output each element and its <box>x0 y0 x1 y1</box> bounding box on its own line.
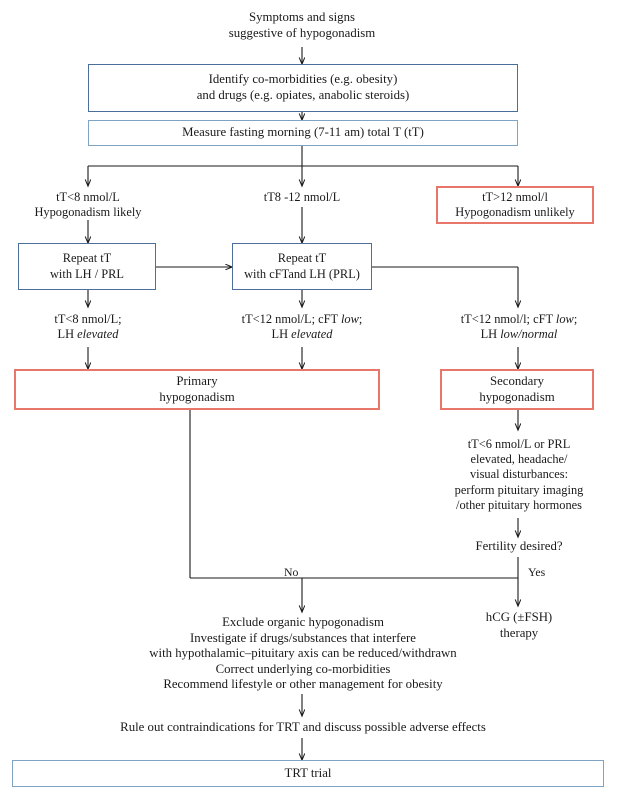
node-condition-right: tT<12 nmol/l; cFT low; LH low/normal <box>438 308 600 346</box>
node-trt-label: TRT trial <box>284 765 332 780</box>
condition-right-emphasis-1: low <box>555 311 574 326</box>
condition-left-emphasis: elevated <box>77 327 119 341</box>
node-start-label: Symptoms and signs suggestive of hypogon… <box>228 10 376 40</box>
edge-label-yes: Yes <box>528 565 546 579</box>
node-primary-label: Primary hypogonadism <box>159 373 235 404</box>
node-measure-label: Measure fasting morning (7-11 am) total … <box>182 125 424 140</box>
edge-label-no: No <box>284 565 299 579</box>
node-branch-low-tt: tT<8 nmol/L Hypogonadism likely <box>8 188 168 222</box>
condition-right-line1: tT<12 nmol/l; cFT low; <box>460 311 578 326</box>
node-measure-total-t: Measure fasting morning (7-11 am) total … <box>88 120 518 146</box>
node-start: Symptoms and signs suggestive of hypogon… <box>176 5 428 47</box>
node-secondary-label: Secondary hypogonadism <box>479 373 555 404</box>
condition-mid-emphasis-2: elevated <box>291 327 333 341</box>
node-repeat-mid-label: Repeat tT with cFTand LH (PRL) <box>244 251 360 281</box>
node-pituitary-label: tT<6 nmol/L or PRL elevated, headache/ v… <box>454 437 584 512</box>
condition-left-line2: LH elevated <box>57 327 119 341</box>
node-branch-high-tt: tT>12 nmol/l Hypogonadism unlikely <box>436 186 594 224</box>
condition-right-emphasis-2: low/normal <box>500 327 558 341</box>
node-rule-out-contraindications: Rule out contraindications for TRT and d… <box>58 718 548 738</box>
node-trt-trial: TRT trial <box>12 760 604 787</box>
node-identify-comorbidities: Identify co-morbidities (e.g. obesity) a… <box>88 64 518 112</box>
node-branch-mid-tt: tT8 -12 nmol/L <box>232 188 372 208</box>
node-pituitary-workup: tT<6 nmol/L or PRL elevated, headache/ v… <box>424 431 614 519</box>
node-branch-low-label: tT<8 nmol/L Hypogonadism likely <box>34 189 142 219</box>
node-repeat-left-label: Repeat tT with LH / PRL <box>49 251 124 281</box>
node-secondary-hypogonadism: Secondary hypogonadism <box>440 369 594 410</box>
condition-mid-line2: LH elevated <box>271 327 333 341</box>
node-management-label: Exclude organic hypogonadism Investigate… <box>149 614 457 692</box>
node-hcg-label: hCG (±FSH) therapy <box>485 610 553 640</box>
node-repeat-tt-lh-prl: Repeat tT with LH / PRL <box>18 243 156 290</box>
node-branch-high-label: tT>12 nmol/l Hypogonadism unlikely <box>455 189 575 219</box>
node-hcg-therapy: hCG (±FSH) therapy <box>455 608 583 644</box>
node-primary-hypogonadism: Primary hypogonadism <box>14 369 380 410</box>
condition-mid-emphasis-1: low <box>340 311 359 326</box>
node-branch-mid-label: tT8 -12 nmol/L <box>263 190 341 205</box>
node-condition-left: tT<8 nmol/L; LH elevated <box>18 308 158 346</box>
condition-right-line2: LH low/normal <box>480 327 558 341</box>
node-identify-label: Identify co-morbidities (e.g. obesity) a… <box>196 72 410 102</box>
condition-mid-line1: tT<12 nmol/L; cFT low; <box>241 311 363 326</box>
node-fertility-label: Fertility desired? <box>475 539 563 554</box>
node-ruleout-label: Rule out contraindications for TRT and d… <box>120 720 486 735</box>
node-management-steps: Exclude organic hypogonadism Investigate… <box>38 613 568 695</box>
node-fertility-desired: Fertility desired? <box>448 537 590 557</box>
condition-left-line1: tT<8 nmol/L; <box>54 311 122 326</box>
node-repeat-tt-cft-lh: Repeat tT with cFTand LH (PRL) <box>232 243 372 290</box>
node-condition-mid: tT<12 nmol/L; cFT low; LH elevated <box>222 308 382 346</box>
